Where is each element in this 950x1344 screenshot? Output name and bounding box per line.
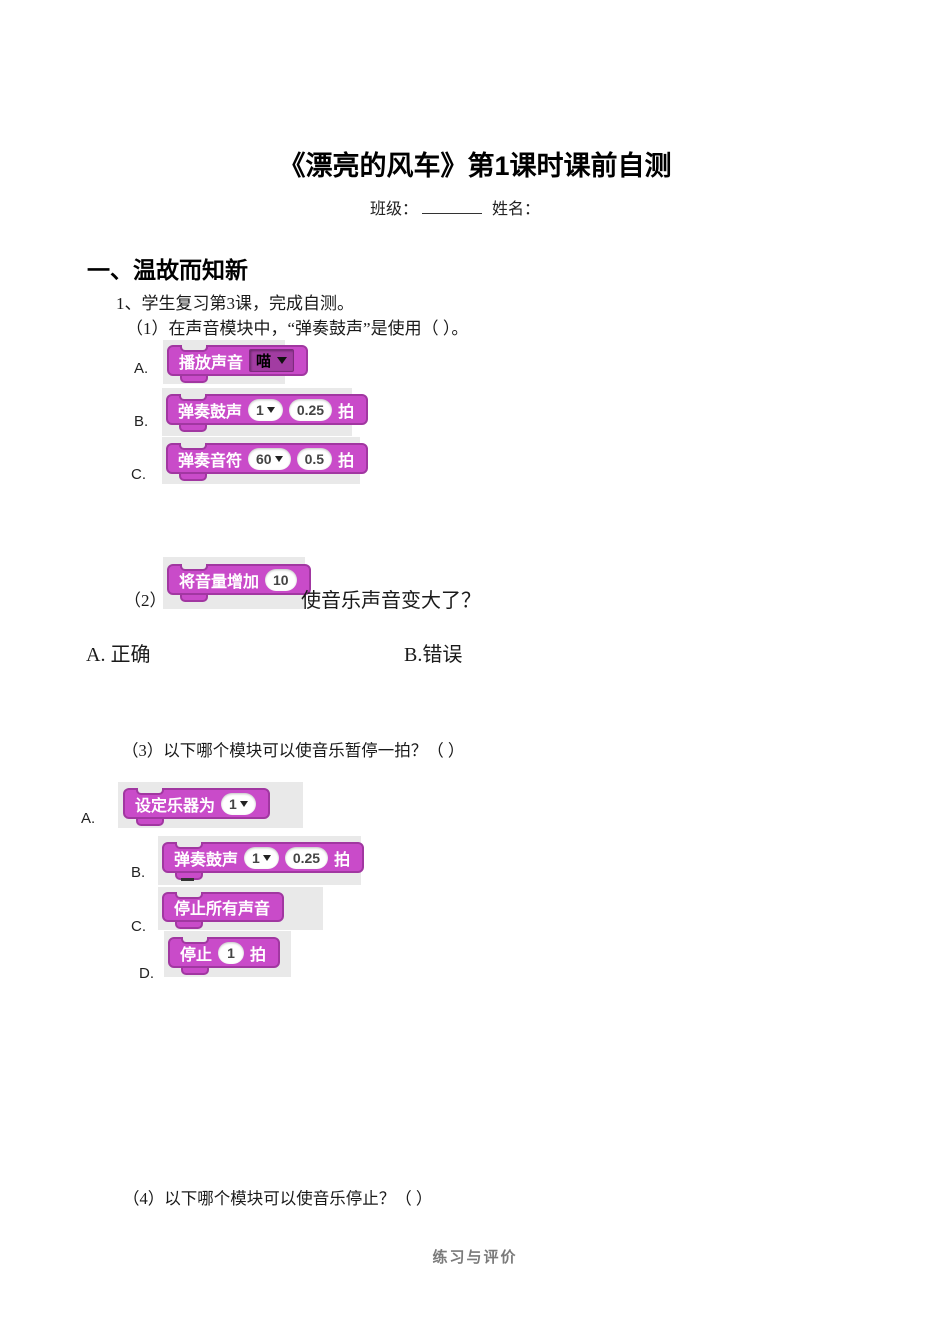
dropdown-arrow-icon	[274, 455, 283, 462]
oval-value: 1	[229, 795, 237, 812]
question-2-text: 使音乐声音变大了？	[301, 590, 481, 612]
oval-value: 1	[252, 849, 260, 866]
q1-option-c-label: C.	[131, 466, 146, 483]
q2-option-b: B.错误	[404, 644, 463, 666]
block-text: 将音量增加	[179, 573, 260, 591]
q3-option-c-label: C.	[131, 918, 146, 935]
block-unit: 拍	[338, 403, 355, 421]
scratch-block-play-note: 弹奏音符 60 0.5 拍	[166, 443, 369, 481]
q3-option-a-label: A.	[81, 810, 96, 827]
block-unit: 拍	[334, 851, 351, 869]
block-text: 停止所有声音	[174, 901, 271, 918]
question-3-text: （3）以下哪个模块可以使音乐暂停一拍？（ ）	[122, 741, 465, 760]
oval-value: 0.25	[296, 401, 325, 418]
q3-option-b-label: B.	[131, 864, 146, 881]
instrument-number-dropdown: 1	[221, 792, 256, 815]
block-text: 弹奏音符	[178, 452, 243, 470]
dropdown-value: 喵	[256, 353, 272, 370]
question-1-text: （1）在声音模块中，“弹奏鼓声”是使用（ ）。	[126, 319, 469, 338]
block-unit: 拍	[250, 946, 267, 964]
block-text: 停止	[180, 946, 213, 964]
class-label: 班级：	[370, 201, 419, 218]
block-text: 弹奏鼓声	[174, 851, 239, 869]
page-footer: 练习与评价	[432, 1249, 518, 1266]
question-2-number: （2）	[124, 591, 167, 610]
scratch-block-play-sound: 播放声音 喵	[167, 345, 309, 383]
drum-number-dropdown: 1	[248, 398, 283, 421]
beats-value-oval: 0.25	[284, 846, 329, 869]
oval-value: 60	[256, 450, 272, 467]
beats-value-oval: 0.25	[288, 398, 333, 421]
beats-value-oval: 0.5	[296, 447, 333, 470]
block-text: 播放声音	[179, 354, 244, 372]
dropdown-arrow-icon	[266, 406, 275, 413]
q1-option-b-label: B.	[134, 413, 149, 430]
sound-dropdown: 喵	[249, 349, 295, 372]
class-blank-line	[422, 200, 483, 214]
q2-option-a: A. 正确	[86, 644, 151, 666]
scratch-block-set-instrument: 设定乐器为 1	[123, 788, 270, 826]
oval-value: 1	[227, 944, 235, 961]
page-title: 《漂亮的风车》第1课时课前自测	[278, 151, 672, 181]
scratch-block-change-volume: 将音量增加 10	[167, 564, 311, 602]
note-number-dropdown: 60	[248, 447, 291, 470]
dropdown-arrow-icon	[262, 854, 271, 861]
dropdown-arrow-icon	[239, 800, 248, 807]
q1-option-a-label: A.	[134, 360, 149, 377]
question-4-text: （4）以下哪个模块可以使音乐停止？（ ）	[123, 1189, 433, 1208]
class-name-line: 班级： 姓名：	[370, 195, 540, 219]
oval-value: 10	[273, 571, 289, 588]
oval-value: 0.25	[292, 849, 321, 866]
section-intro: 1、学生复习第3课，完成自测。	[116, 294, 354, 313]
block-unit: 拍	[338, 452, 355, 470]
scratch-block-play-drum: 弹奏鼓声 1 0.25 拍	[162, 842, 365, 880]
block-text: 设定乐器为	[135, 797, 216, 815]
volume-value-oval: 10	[265, 568, 297, 591]
oval-value: 0.5	[304, 450, 325, 467]
drum-number-dropdown: 1	[244, 846, 279, 869]
scratch-block-play-drum: 弹奏鼓声 1 0.25 拍	[166, 394, 369, 432]
section-heading: 一、温故而知新	[87, 257, 248, 283]
block-text: 弹奏鼓声	[178, 403, 243, 421]
name-label: 姓名：	[492, 201, 541, 218]
scratch-block-rest-for-beats: 停止 1 拍	[168, 937, 281, 975]
rest-beats-oval: 1	[218, 941, 245, 964]
stray-dash-mark	[181, 878, 194, 881]
q3-option-d-label: D.	[139, 965, 154, 982]
scratch-block-stop-all-sounds: 停止所有声音	[162, 892, 285, 929]
dropdown-arrow-icon	[277, 357, 288, 364]
oval-value: 1	[256, 401, 264, 418]
